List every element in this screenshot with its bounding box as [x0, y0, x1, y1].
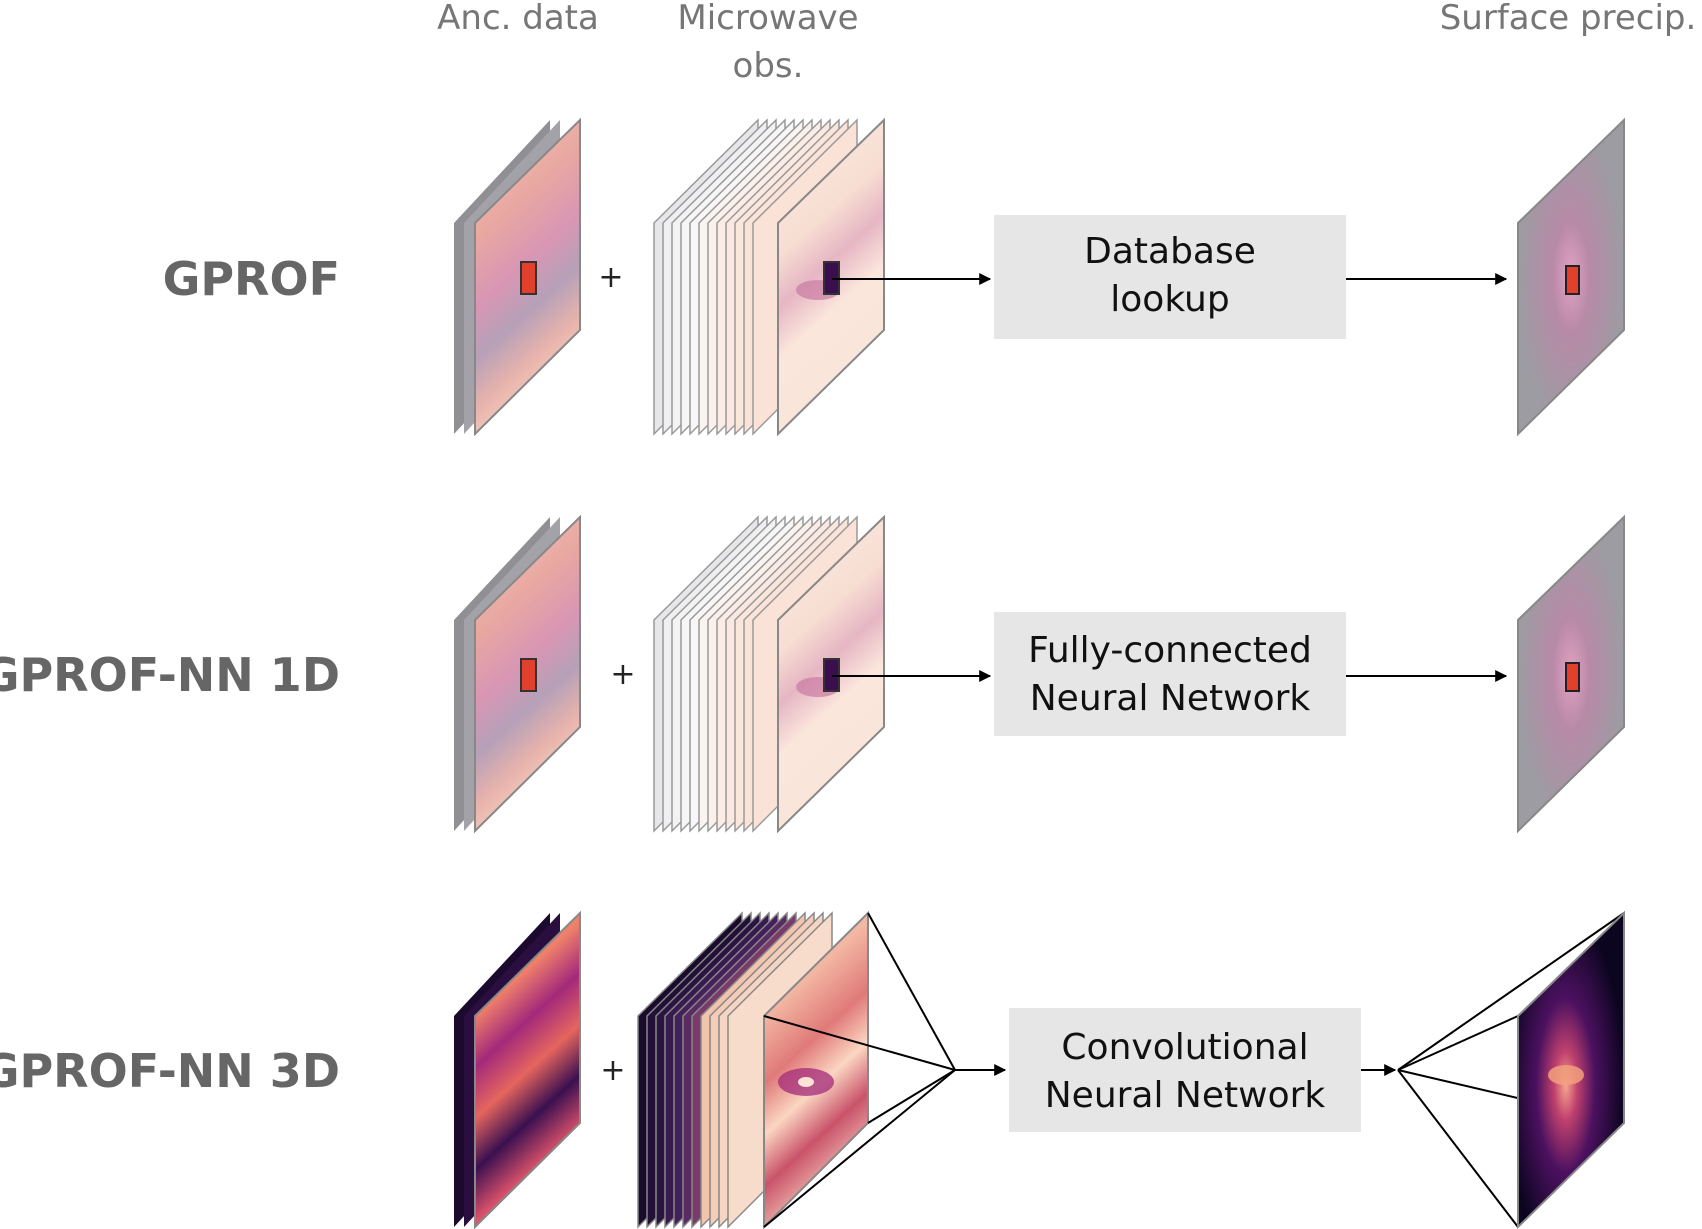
row-label-gprof: GPROF [163, 252, 340, 306]
microwave-obs-stack [653, 514, 885, 834]
column-header-microwave-line1: Microwave [677, 0, 858, 38]
receptive-field-line [867, 912, 956, 1071]
pixel-highlight [520, 261, 537, 295]
receptive-field-line [763, 1015, 956, 1071]
plus-sign: + [600, 1053, 625, 1088]
column-header-ancillary: Anc. data [437, 0, 599, 38]
row-gprof-nn-1d: GPROF-NN 1D + Fully-conn [0, 514, 1625, 834]
receptive-field-line [763, 1069, 956, 1228]
microwave-obs-stack [653, 117, 885, 437]
method-box-line2: lookup [1110, 279, 1229, 320]
method-box-line2: Neural Network [1045, 1075, 1326, 1116]
plus-sign: + [610, 657, 635, 692]
ancillary-data-stack [454, 117, 581, 437]
row-label-gprof-nn-1d: GPROF-NN 1D [0, 648, 340, 702]
surface-precip-output [1517, 910, 1625, 1229]
receptive-field-line [1397, 1069, 1519, 1228]
plus-sign: + [598, 260, 623, 295]
ancillary-data-stack [454, 514, 581, 834]
receptive-field-line [1397, 912, 1625, 1071]
surface-precip-output [1517, 514, 1625, 834]
microwave-obs-stack [637, 910, 869, 1229]
method-box-line1: Database [1084, 231, 1256, 272]
column-header-output: Surface precip. [1440, 0, 1697, 38]
method-box-line2: Neural Network [1030, 678, 1311, 719]
row-gprof-nn-3d: GPROF-NN 3D + [0, 910, 1625, 1229]
method-box-line1: Convolutional [1061, 1027, 1308, 1068]
row-gprof: GPROF + Databa [163, 117, 1625, 437]
method-box-fully-connected-nn [994, 612, 1346, 736]
receptive-field-line [867, 1069, 956, 1124]
receptive-field-line [1397, 1015, 1519, 1071]
pixel-highlight [1565, 662, 1580, 692]
pixel-highlight [520, 658, 537, 692]
ancillary-data-stack [454, 910, 581, 1229]
pixel-highlight [1565, 265, 1580, 295]
method-box-convolutional-nn [1009, 1008, 1361, 1132]
surface-precip-output [1517, 117, 1625, 437]
method-box-database-lookup [994, 215, 1346, 339]
column-header-microwave-line2: obs. [733, 46, 804, 86]
method-box-line1: Fully-connected [1028, 630, 1312, 671]
row-label-gprof-nn-3d: GPROF-NN 3D [0, 1044, 340, 1098]
